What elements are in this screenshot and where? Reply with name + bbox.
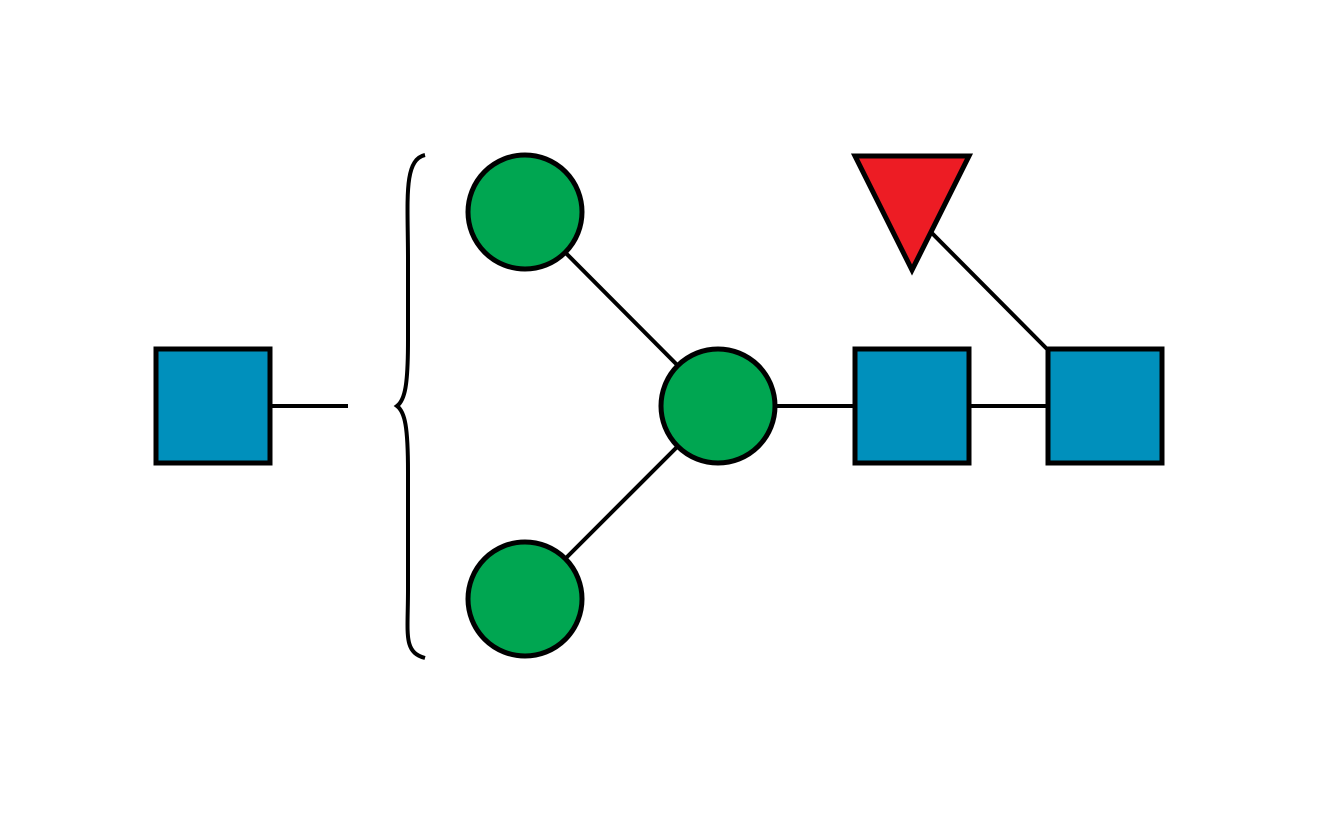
mannose-circle-core — [658, 346, 778, 466]
glcnac-square-core-2 — [1045, 346, 1165, 466]
curly-brace — [393, 153, 426, 660]
mannose-circle-bottom — [465, 539, 585, 659]
glcnac-square-antenna — [153, 346, 273, 466]
fucose-triangle — [850, 153, 974, 276]
glcnac-square-core-1 — [852, 346, 972, 466]
edge-fucose-to-glcnac-2 — [910, 211, 1050, 352]
nodes — [153, 152, 1165, 659]
mannose-circle-top — [465, 152, 585, 272]
